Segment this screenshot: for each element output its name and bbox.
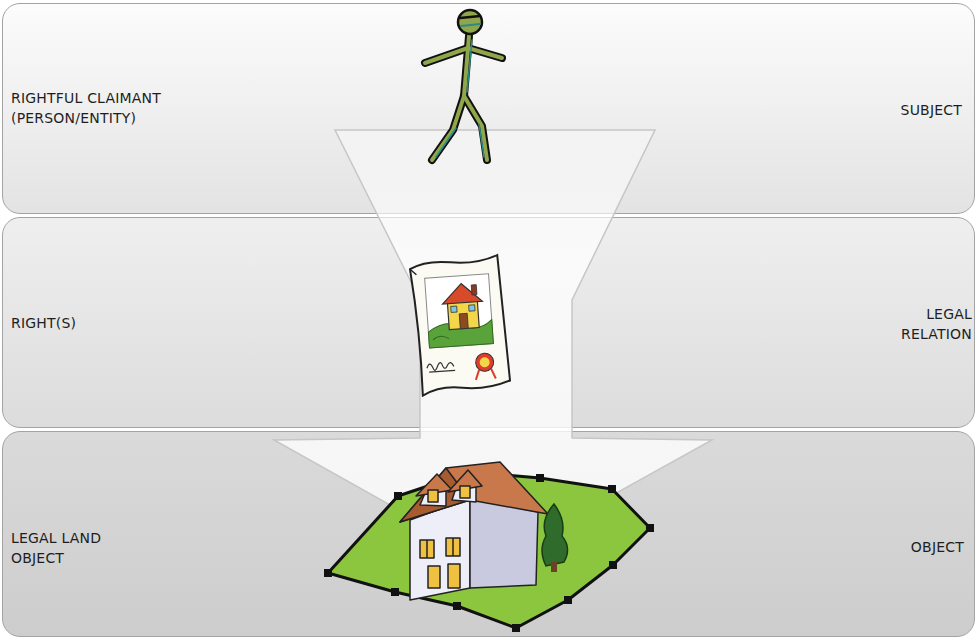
layer-label: RIGHT(S) xyxy=(11,313,171,333)
layer-label: LEGAL LAND OBJECT xyxy=(11,528,129,568)
layer-term: OBJECT xyxy=(844,537,964,557)
layer-label: RIGHTFUL CLAIMANT (PERSON/ENTITY) xyxy=(11,88,191,128)
layer-term: SUBJECT xyxy=(842,100,962,120)
layer-band: LEGAL LAND OBJECT OBJECT xyxy=(2,431,975,637)
layer-term: LEGAL RELATION xyxy=(872,304,972,344)
layer-band: RIGHTFUL CLAIMANT (PERSON/ENTITY) SUBJECT xyxy=(2,3,975,214)
layer-band: RIGHT(S) LEGAL RELATION xyxy=(2,217,975,428)
